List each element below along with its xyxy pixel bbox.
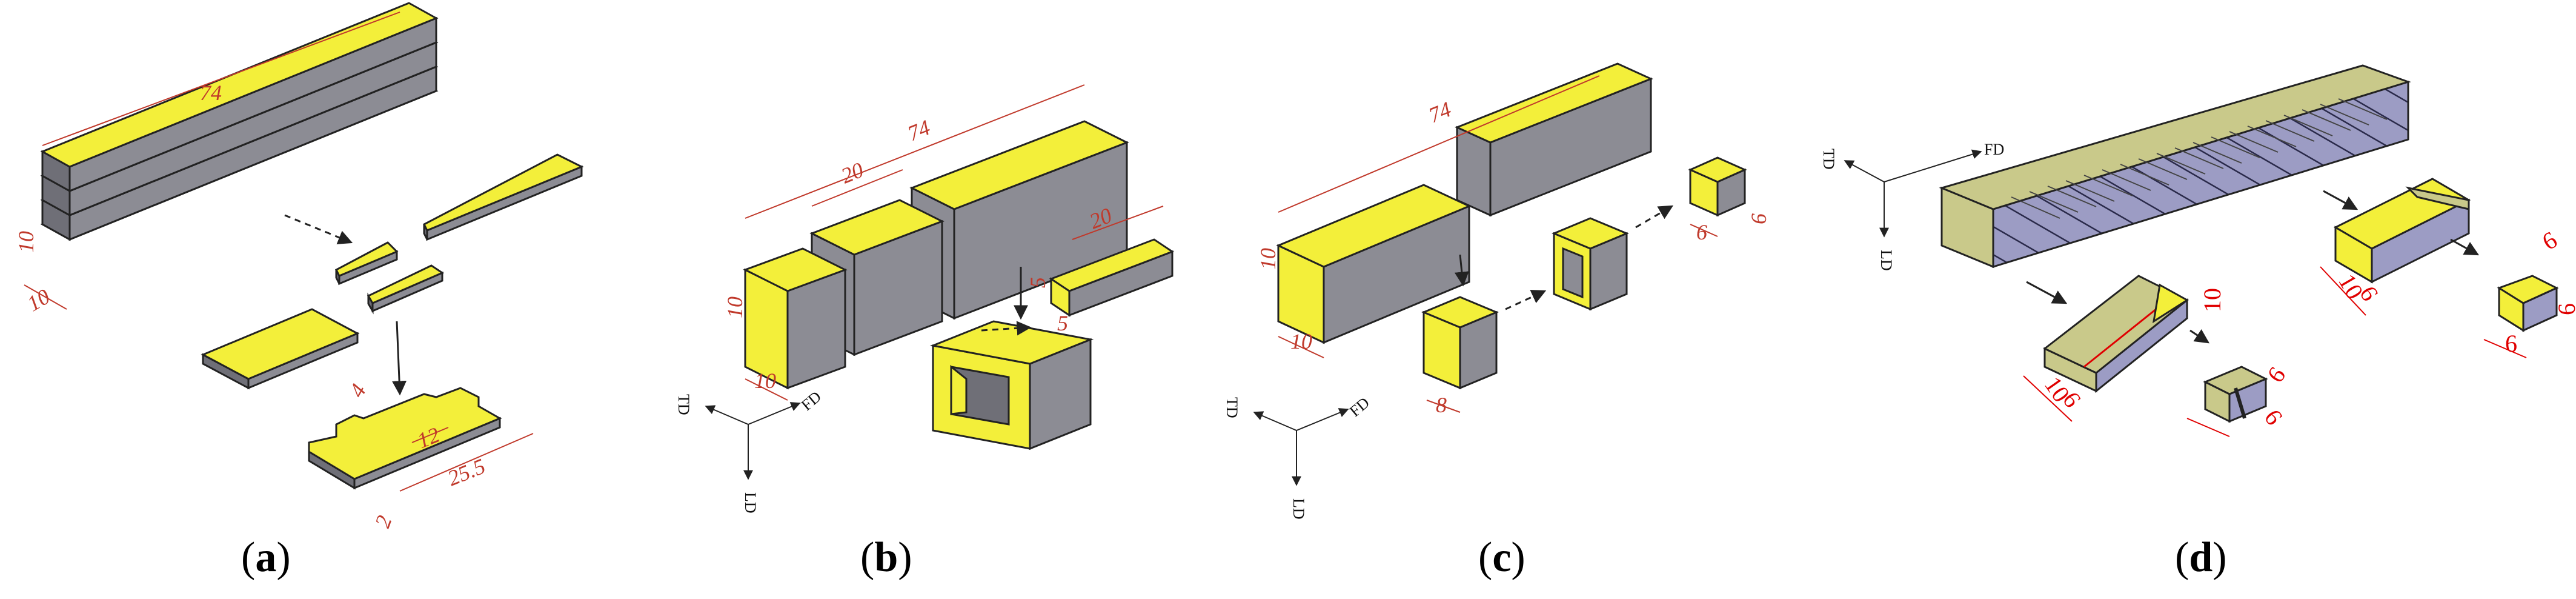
- dim-line-b-20: [811, 169, 903, 207]
- dim-line-a-10: [24, 284, 67, 310]
- block-c-right: [1455, 62, 1653, 217]
- dim-line-c-8: [1426, 400, 1461, 413]
- small-cube-c: [1688, 156, 1747, 217]
- dim-c-74: 74: [1425, 97, 1454, 128]
- dim-line-d-b: [2186, 418, 2230, 437]
- cut-strip-1: [335, 241, 399, 286]
- dim-line-b-74: [745, 84, 1085, 219]
- dim-c-6-height: 6: [1747, 213, 1771, 224]
- caption-d-letter: d: [2189, 534, 2213, 581]
- dim-line-d-c: [2320, 266, 2366, 316]
- dim-line-d-d: [2483, 339, 2527, 358]
- axes-c: TD FD LD: [1223, 393, 1373, 519]
- axes-d: TD FD LD: [1820, 141, 2004, 271]
- arrow-a1: [284, 214, 353, 244]
- axis-d-ld: LD: [1877, 250, 1895, 271]
- dim-line-c-6a: [1690, 224, 1718, 237]
- axis-c-td: TD: [1223, 397, 1241, 418]
- stacked-plates-a: [40, 2, 439, 241]
- panel-c: 74 10 10 8 6 6: [1223, 62, 1771, 520]
- dim-b-5-width: 5: [1057, 311, 1068, 335]
- dim-c-10-height: 10: [1256, 248, 1280, 270]
- panel-a: 74 10 10: [14, 2, 584, 531]
- block-c-left: [1276, 184, 1472, 344]
- block-b-short: [743, 247, 848, 390]
- axis-b-td: TD: [675, 394, 692, 415]
- dim-a-74: 74: [200, 81, 222, 105]
- dim-b-10-width: 10: [754, 369, 776, 393]
- cut-strip-2: [367, 264, 445, 315]
- dim-line-b-10: [745, 378, 788, 401]
- cube-c: [1421, 296, 1499, 390]
- dim-c-10-width: 10: [1290, 329, 1312, 353]
- dim-c-6-width: 6: [1696, 220, 1707, 244]
- panel-b: 74 20 10 10 20 5 5 TD: [675, 84, 1175, 514]
- dim-d-10b: 10: [2199, 288, 2226, 312]
- arrow-d3: [2189, 329, 2209, 344]
- cut-plate-left: [201, 308, 360, 390]
- arrow-d1: [2026, 281, 2068, 304]
- dim-b-20: 20: [837, 158, 866, 189]
- panel-d: TD FD LD: [1820, 64, 2576, 437]
- small-bar-b: [1049, 238, 1175, 317]
- dim-a-10-width: 10: [23, 284, 54, 316]
- axis-d-td: TD: [1820, 149, 1837, 170]
- caption-b: (b): [860, 534, 912, 581]
- cut-plate-right: [422, 153, 584, 241]
- hollow-cube-c: [1552, 217, 1629, 311]
- dim-b-5-height: 5: [1026, 277, 1050, 288]
- dim-line-a-74: [42, 12, 400, 146]
- caption-b-letter: b: [874, 534, 898, 581]
- caption-c-letter: c: [1492, 534, 1512, 581]
- axis-b-ld: LD: [742, 492, 759, 514]
- dim-a-4: 4: [344, 380, 371, 401]
- dim-line-c-10: [1278, 336, 1324, 358]
- block-d-left: [2043, 275, 2189, 393]
- arrow-c2: [1505, 290, 1547, 310]
- small-cube-d-right: [2497, 275, 2559, 332]
- small-cube-d-left: [2203, 366, 2268, 423]
- caption-d: (d): [2175, 534, 2227, 581]
- dogbone-specimen: [308, 387, 502, 490]
- arrow-c3: [1635, 205, 1674, 229]
- dim-a-25-5: 25.5: [444, 453, 488, 490]
- arrow-c1: [1454, 254, 1469, 287]
- caption-a: (a): [241, 534, 291, 581]
- arrow-d2: [2323, 190, 2359, 210]
- laminae-lines-d: [2011, 98, 2388, 219]
- axis-c-fd: FD: [1346, 393, 1373, 420]
- dim-line-c-74: [1278, 75, 1600, 213]
- block-d-right: [2333, 178, 2471, 284]
- dim-d-6e: 6: [2537, 226, 2561, 255]
- laminated-bar-d: [1939, 64, 2411, 269]
- dim-b-10-height: 10: [723, 296, 747, 318]
- dim-b-74: 74: [904, 115, 933, 146]
- arrow-b2: [981, 321, 1032, 336]
- arrow-a2: [392, 321, 407, 396]
- axis-c-ld: LD: [1290, 498, 1307, 520]
- dim-line-a-25: [399, 433, 534, 492]
- dim-line-b-20b: [1072, 206, 1164, 240]
- dim-a-10-height: 10: [14, 231, 38, 253]
- axis-d-fd: FD: [1984, 141, 2004, 158]
- dim-d-6f: 6: [2553, 303, 2576, 315]
- axis-b-fd: FD: [798, 387, 825, 414]
- hollow-tube-b: [929, 320, 1094, 450]
- caption-c: (c): [1478, 534, 1525, 581]
- dim-line-a-12: [411, 427, 449, 443]
- dim-c-8: 8: [1436, 393, 1447, 417]
- dim-a-2: 2: [370, 512, 397, 531]
- arrow-d4: [2450, 238, 2480, 256]
- caption-a-letter: a: [255, 534, 277, 581]
- axes-b: TD FD LD: [675, 387, 825, 513]
- dim-line-d-a: [2023, 375, 2073, 422]
